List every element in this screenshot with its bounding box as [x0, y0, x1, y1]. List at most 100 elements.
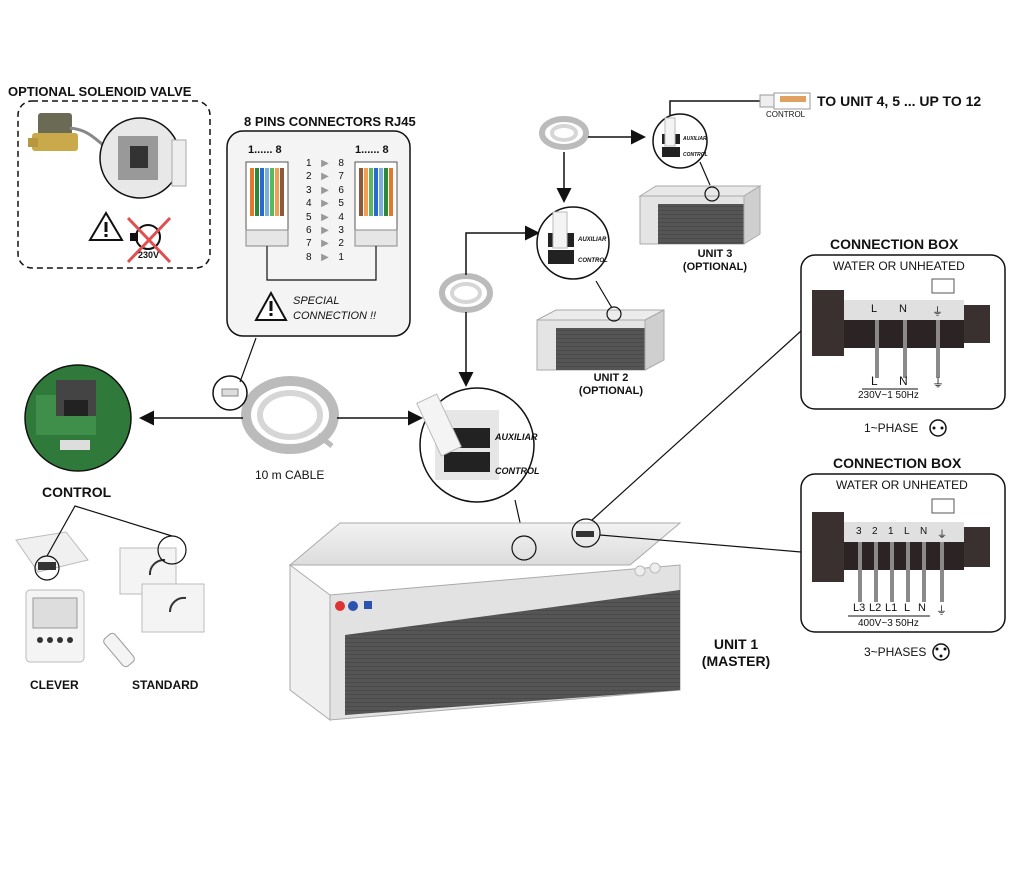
master-control-label: CONTROL: [495, 466, 540, 476]
pin-arrow-icon: ▶: [321, 238, 329, 250]
master-auxiliar-label: AUXILIAR: [495, 432, 538, 442]
rj45-left-range: 1...... 8: [248, 144, 282, 156]
unit2-label: UNIT 2 (OPTIONAL): [566, 372, 656, 398]
unit2-line2: (OPTIONAL): [578, 385, 644, 397]
unit1-line1: UNIT 1: [713, 636, 759, 652]
unit1-line2: (MASTER): [701, 653, 771, 669]
pin-right: 3: [338, 225, 344, 237]
unit3-line1: UNIT 3: [697, 248, 733, 260]
box1-wire-1: L: [871, 374, 878, 388]
clever-unit-icon: [15, 531, 89, 573]
pin-map-row: 7 ▶ 2: [306, 237, 344, 250]
box2-wire-3: L1: [885, 602, 898, 614]
unit2-line1: UNIT 2: [593, 372, 629, 384]
pin-left: 8: [306, 251, 312, 263]
unit3-box: [638, 185, 762, 245]
rj45-title: 8 PINS CONNECTORS RJ45: [244, 114, 416, 129]
solenoid-title: OPTIONAL SOLENOID VALVE: [8, 84, 192, 99]
to-units-label: TO UNIT 4, 5 ... UP TO 12: [817, 93, 982, 109]
pin-right: 7: [338, 171, 344, 183]
box2-supply: 400V~3 50Hz: [858, 618, 919, 629]
box2-terminal-4: L: [904, 526, 910, 537]
unit2-box: [536, 306, 665, 371]
special-warning-icon: [254, 290, 288, 321]
pin-map-row: 1 ▶ 8: [306, 157, 344, 170]
box2-subtitle: WATER OR UNHEATED: [836, 478, 968, 492]
pin-right: 8: [338, 158, 344, 169]
cable-coil-icon-3: [539, 116, 589, 150]
rj45-right-range: 1...... 8: [355, 144, 389, 156]
box2-wire-5: N: [918, 602, 926, 614]
pin-right: 6: [338, 184, 344, 196]
unit2-auxiliar-label: AUXILIAR: [578, 237, 607, 243]
box2-terminal-5: N: [920, 526, 928, 537]
box1-subtitle: WATER OR UNHEATED: [833, 259, 965, 273]
pin-left: 7: [306, 238, 312, 250]
pin-right: 2: [338, 238, 344, 250]
pin-map-row: 3 ▶ 6: [306, 184, 344, 197]
unit3-line2: (OPTIONAL): [682, 261, 748, 273]
box1-terminal-1: L: [871, 303, 878, 315]
box2-terminal-2: 2: [872, 526, 878, 537]
unit1-label: UNIT 1 (MASTER): [686, 636, 786, 670]
special-connection-line2: CONNECTION !!: [293, 310, 377, 322]
control-label: CONTROL: [42, 484, 112, 500]
pin-arrow-icon: ▶: [321, 251, 329, 263]
box2-title: CONNECTION BOX: [833, 455, 962, 471]
box1-terminal-2: N: [899, 303, 907, 315]
plug-control-label: CONTROL: [766, 110, 806, 119]
pin-left: 3: [306, 184, 312, 196]
unit3-auxiliar-label: AUXILIAR: [683, 136, 707, 142]
remote-control-icon: [103, 632, 135, 668]
box2-wire-4: L: [904, 602, 911, 614]
solenoid-panel: [17, 100, 211, 269]
pin-arrow-icon: ▶: [321, 184, 329, 196]
clever-label: CLEVER: [30, 678, 79, 692]
box1-phase: 1~PHASE: [864, 421, 919, 435]
pin-right: 4: [338, 211, 344, 223]
box1-wire-2: N: [899, 374, 908, 388]
box2-phase: 3~PHASES: [864, 645, 927, 659]
cable-coil-icon-2: [439, 273, 493, 313]
box2-terminal-3: 1: [888, 526, 894, 537]
box2-terminal-6: ⏚: [937, 530, 947, 541]
unit3-control-label: CONTROL: [683, 152, 708, 158]
pin-left: 4: [306, 198, 312, 210]
pin-map-row: 5 ▶ 4: [306, 211, 344, 224]
warning-icon: [88, 211, 124, 241]
solenoid-valve-icon: [28, 113, 111, 152]
standard-thermostat-icon: [119, 547, 205, 633]
pin-map-row: 4 ▶ 5: [306, 197, 344, 210]
pin-left: 2: [306, 171, 312, 183]
box2-wire-1: L3: [853, 602, 866, 614]
unit3-label: UNIT 3 (OPTIONAL): [670, 248, 760, 274]
clever-thermostat-icon: [25, 589, 85, 663]
pin-right: 1: [338, 251, 344, 263]
pin-arrow-icon: ▶: [321, 158, 329, 169]
box2-wire-2: L2: [869, 602, 882, 614]
pin-map-row: 6 ▶ 3: [306, 224, 344, 237]
box1-title: CONNECTION BOX: [830, 236, 959, 252]
pin-left: 1: [306, 158, 312, 169]
box1-terminal-3: ⏚: [932, 306, 943, 318]
rj45-plug-icon: [759, 92, 811, 110]
no-plug-icon: [126, 216, 172, 264]
box2-terminal-1: 3: [856, 526, 862, 537]
unit1-box: [288, 518, 682, 721]
cable-label: 10 m CABLE: [255, 468, 325, 482]
pin-left: 6: [306, 225, 312, 237]
pin-left: 5: [306, 211, 312, 223]
pin-arrow-icon: ▶: [321, 211, 329, 223]
rj45-connector-left: [245, 161, 289, 247]
unit2-control-label: CONTROL: [578, 258, 608, 264]
standard-label: STANDARD: [132, 678, 199, 692]
box2-wire-6: ⏚: [936, 605, 947, 617]
pin-right: 5: [338, 198, 344, 210]
pin-arrow-icon: ▶: [321, 225, 329, 237]
pin-arrow-icon: ▶: [321, 198, 329, 210]
special-connection-line1: SPECIAL: [293, 295, 340, 307]
terminal-block-2: [812, 498, 990, 602]
solenoid-voltage: 230V: [138, 250, 160, 260]
